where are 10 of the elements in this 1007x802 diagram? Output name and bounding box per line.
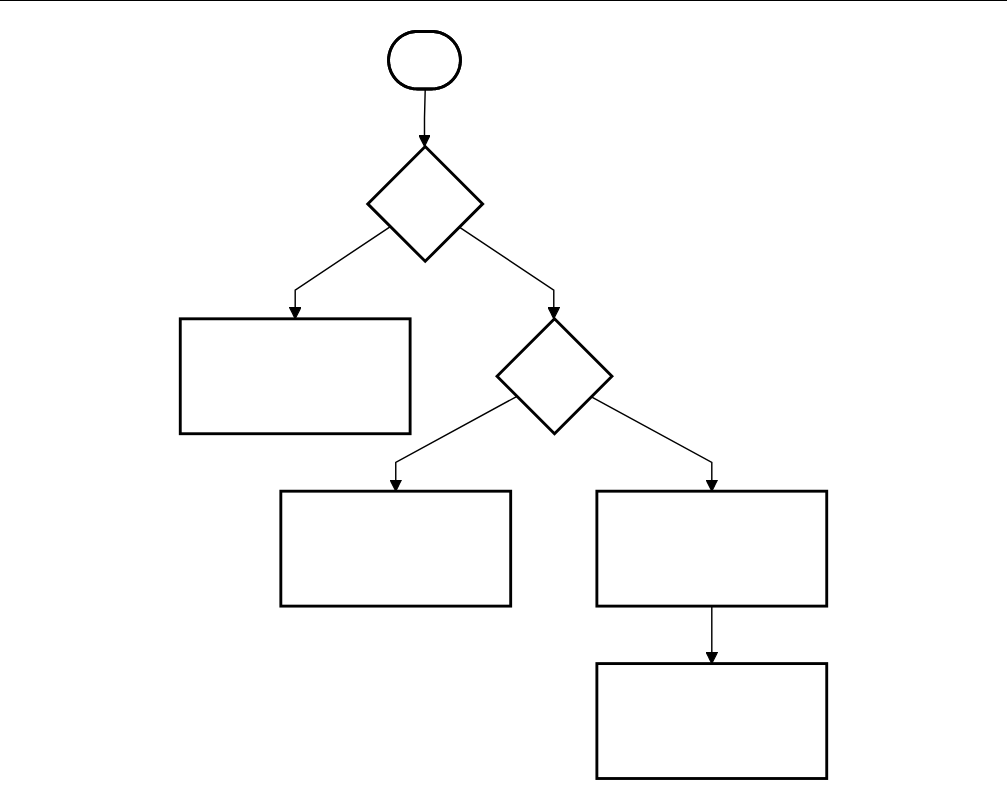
arrow (418, 88, 431, 147)
arrow (590, 395, 719, 492)
node-box (279, 489, 513, 608)
node-box (595, 662, 829, 780)
node-box (595, 489, 829, 608)
node-diamond (365, 144, 485, 264)
arrow (389, 395, 518, 492)
node-diamond (495, 316, 614, 436)
arrow (458, 226, 561, 320)
node-box (178, 317, 412, 436)
